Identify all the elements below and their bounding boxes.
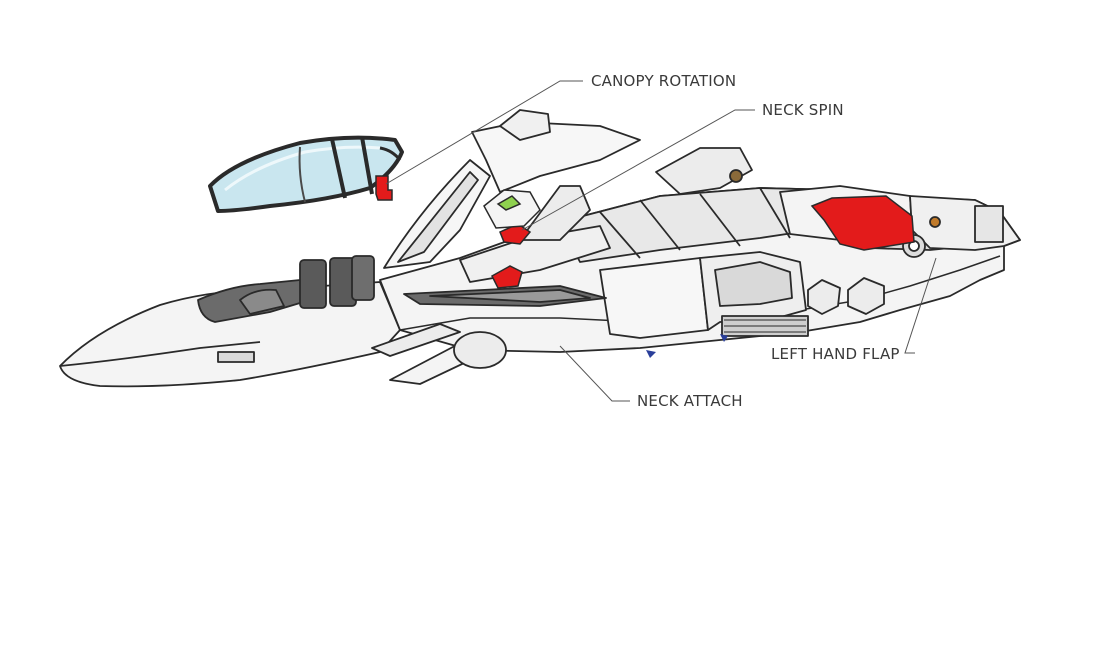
callout-neck-attach: NECK ATTACH xyxy=(637,392,743,410)
leader-lines xyxy=(385,80,937,402)
callout-left-hand-flap: LEFT HAND FLAP xyxy=(771,345,900,363)
leader-neck-attach xyxy=(559,345,630,402)
robot-head xyxy=(483,189,541,229)
left-hand-flap-red xyxy=(810,195,915,251)
neck-attach-red-part xyxy=(491,265,523,289)
blue-marker xyxy=(646,350,656,358)
callout-neck-spin: NECK SPIN xyxy=(762,101,844,119)
leader-neck-spin xyxy=(521,109,755,231)
callout-canopy-rotation: CANOPY ROTATION xyxy=(591,72,737,90)
canopy-hinge-red xyxy=(375,175,393,201)
leader-canopy-rotation xyxy=(385,80,583,185)
canopy xyxy=(208,135,404,213)
blue-marker xyxy=(720,334,728,342)
tail-fins xyxy=(383,109,641,269)
leader-left-hand-flap xyxy=(904,257,937,354)
